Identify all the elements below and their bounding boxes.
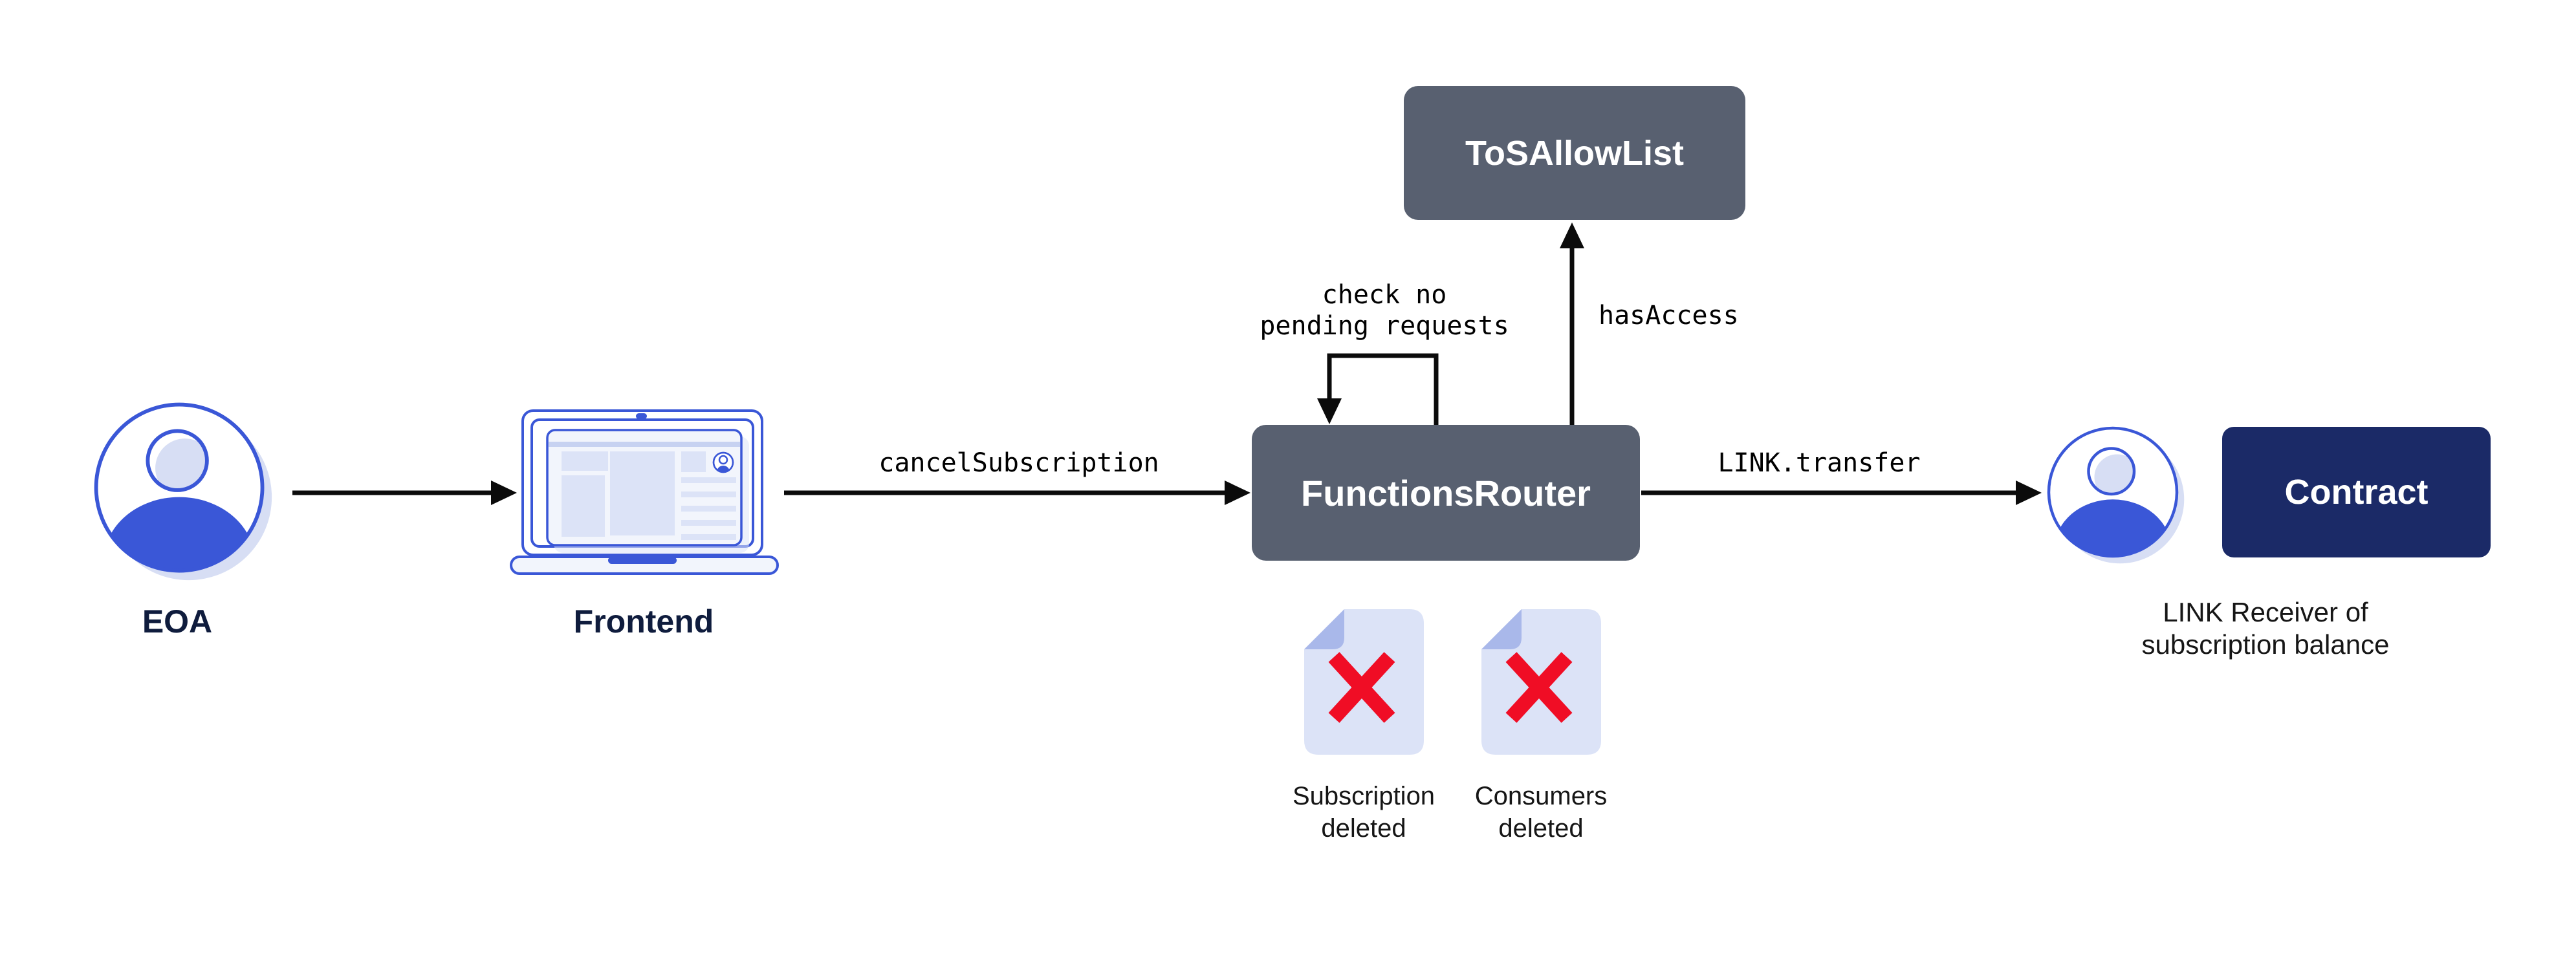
content-line-4 [681,520,736,526]
person-shoulders [2055,499,2171,556]
link-receiver-caption-line1: LINK Receiver of [2163,597,2368,627]
subscription-deleted-line2: deleted [1321,814,1406,843]
contract-label: Contract [2284,473,2429,512]
has-access-edge-label: hasAccess [1599,301,1739,330]
consumers-deleted-line1: Consumers [1474,782,1608,810]
arrowhead-router-to-receiver [2016,481,2042,505]
document-folded-corner [1481,609,1522,649]
contract-box: Contract [2222,427,2491,557]
check-pending-line2: pending requests [1260,311,1509,341]
subscription-deleted-line1: Subscription [1292,782,1435,810]
person-circle-outline [94,402,265,573]
arrowhead-frontend-to-router [1225,481,1250,505]
content-block-center [610,451,675,535]
content-block-top-left [562,451,608,471]
laptop-camera-dot [636,413,647,419]
cancel-subscription-edge-label: cancelSubscription [879,448,1159,478]
frontend-label: Frontend [573,603,714,640]
person-circle-outline [2047,426,2179,558]
content-line-1 [681,477,736,483]
arrowhead-router-self-loop [1317,398,1342,424]
subscription-deleted-caption: Subscription deleted [1293,780,1435,845]
person-body-group [104,497,255,571]
tos-allowlist-label: ToSAllowList [1465,133,1684,173]
red-x-icon [1505,652,1573,723]
browser-avatar-outline [712,451,734,473]
person-shoulders [104,497,255,571]
browser-toolbar-band [549,442,740,447]
check-pending-edge-label: check no pending requests [1260,279,1509,341]
content-line-5 [681,534,736,540]
link-receiver-caption: LINK Receiver of subscription balance [2142,596,2390,661]
arrowhead-eoa-to-frontend [491,481,517,505]
document-deleted-icon [1304,609,1424,755]
functions-router-box: FunctionsRouter [1252,425,1640,561]
browser-avatar-head [718,455,728,465]
browser-avatar-body-group [717,466,730,472]
laptop-icon [510,409,779,575]
arrowhead-router-to-tos [1560,222,1584,248]
document-folded-corner [1304,609,1344,649]
person-icon [94,402,272,581]
content-line-3 [681,506,736,512]
person-icon [2047,426,2185,564]
red-x-icon [1328,652,1395,723]
person-body-group [2055,499,2171,556]
eoa-label: EOA [142,603,213,640]
link-receiver-caption-line2: subscription balance [2141,629,2390,660]
browser-avatar-body [717,466,730,472]
functions-router-label: FunctionsRouter [1301,472,1591,513]
check-pending-line1: check no [1322,280,1447,310]
document-deleted-icon [1481,609,1601,755]
consumers-deleted-caption: Consumers deleted [1475,780,1608,845]
person-head-outline [2087,447,2136,496]
content-line-2 [681,491,736,497]
person-head-outline [146,429,209,492]
content-block-bottom-left [562,475,605,537]
tos-allowlist-box: ToSAllowList [1404,86,1745,220]
laptop-base-notch [608,557,677,564]
arrow-router-self-loop [1327,353,1439,425]
content-block-top-right [681,451,706,472]
link-transfer-edge-label: LINK.transfer [1718,448,1921,478]
consumers-deleted-line2: deleted [1498,814,1584,843]
